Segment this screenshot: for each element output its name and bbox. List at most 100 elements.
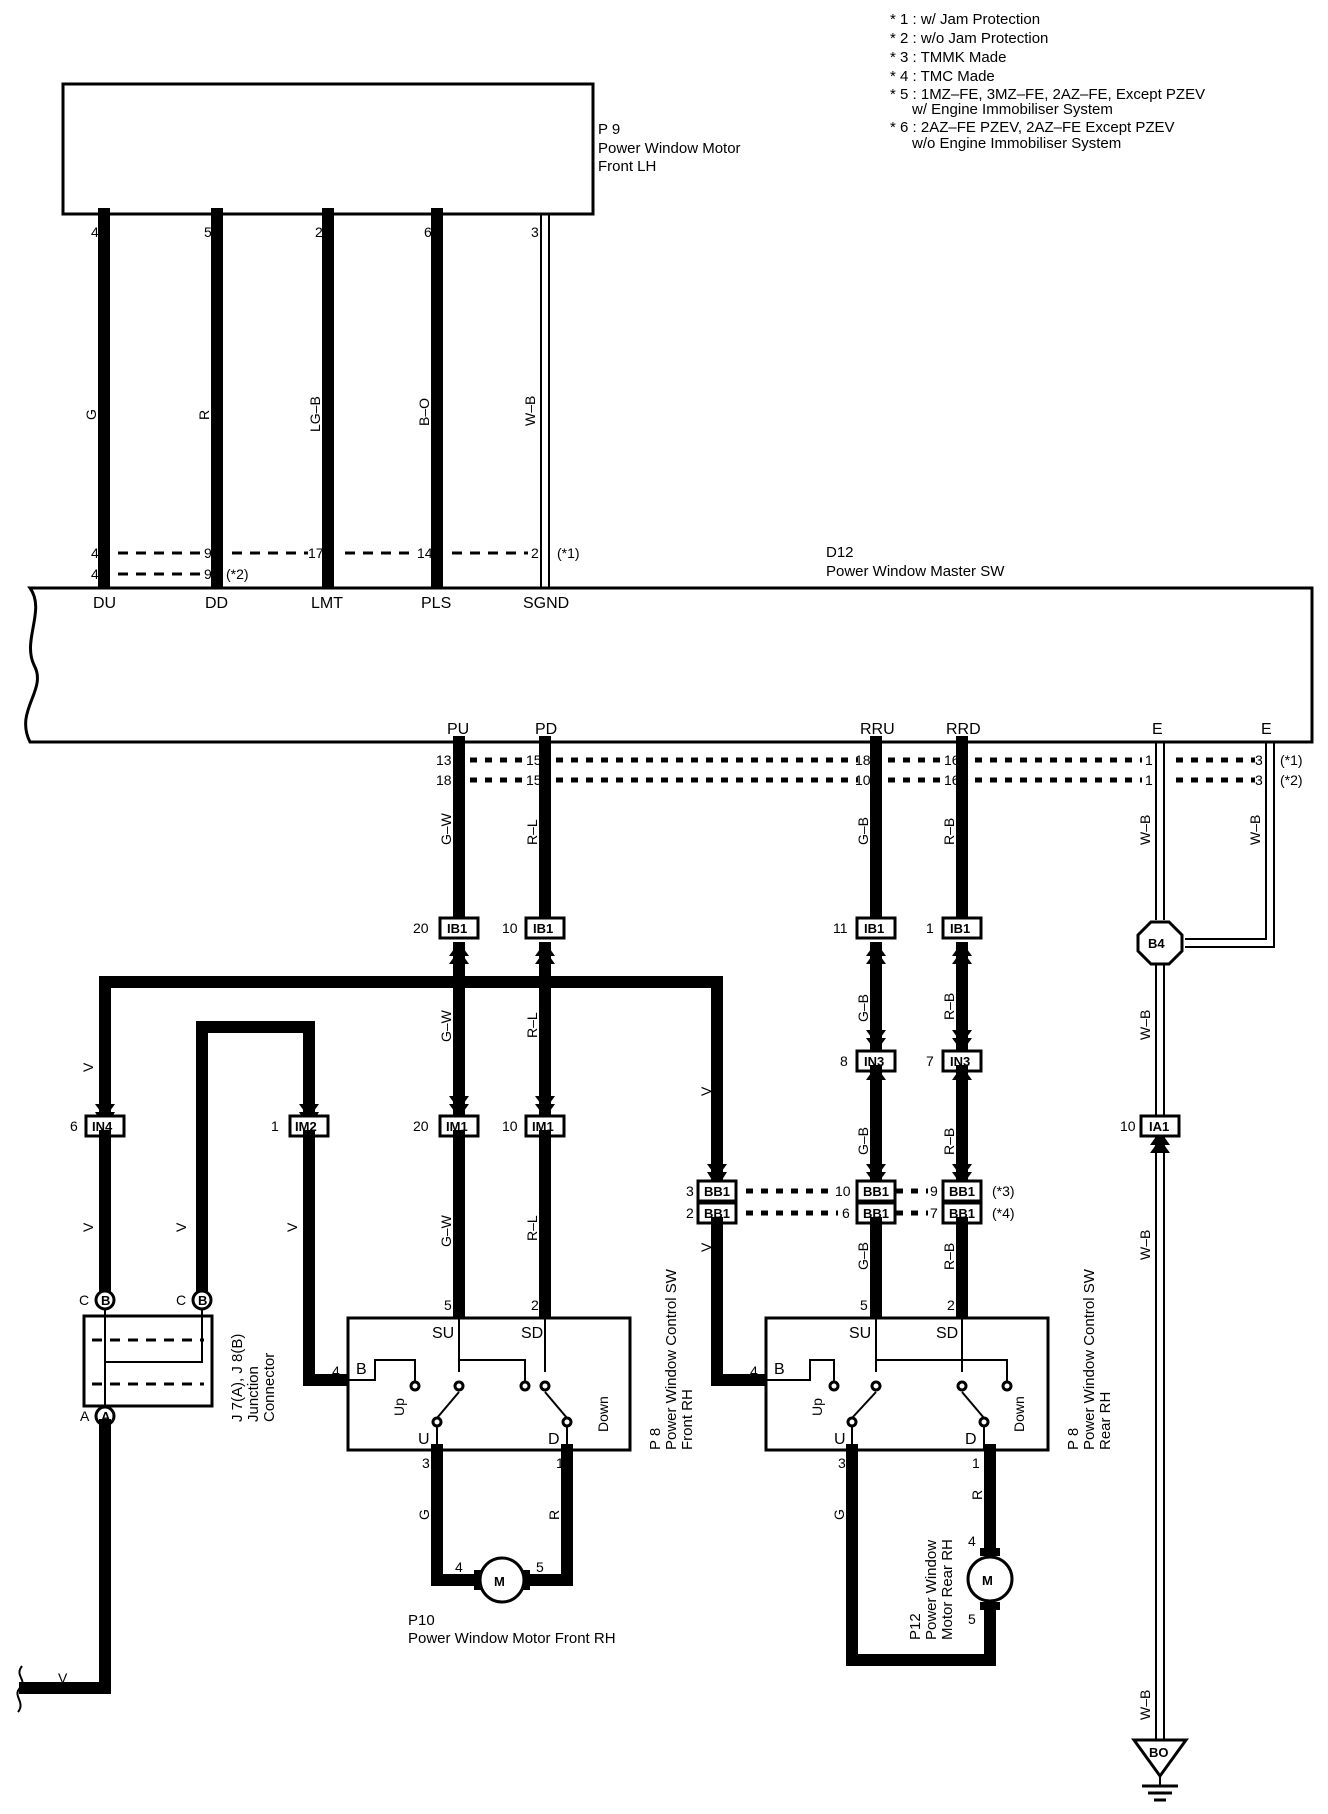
p8r-up: Up [809, 1398, 825, 1416]
wire-color-bo: B–O [416, 398, 432, 426]
term-rru: RRU [860, 721, 895, 738]
note-1: * 1 : w/ Jam Protection [890, 11, 1040, 28]
p9-pin-du: 4 [91, 224, 99, 240]
jc-c2: C [176, 1292, 186, 1308]
d12-bot-star2: (*2) [1280, 772, 1303, 788]
p8-front-switch [346, 1316, 632, 1452]
wl-rru: G–B [855, 817, 871, 845]
bb1-label-l2: BB1 [704, 1206, 730, 1221]
bb1-pin-a2: 6 [842, 1205, 850, 1221]
d12-bot-pin-pd-2: 15 [526, 772, 542, 788]
wl-v7: V [58, 1670, 68, 1686]
p8f-su: SU [432, 1325, 454, 1342]
d12-bot-pin-e2-1: 3 [1255, 752, 1263, 768]
term-sgnd: SGND [523, 595, 569, 612]
jc-a-letter: A [101, 1409, 111, 1424]
p8f-code: P 8 [647, 1428, 664, 1450]
bb1-label-b1: BB1 [949, 1184, 975, 1199]
bb1-rrd-1 [941, 1179, 983, 1203]
wl-v2: V [698, 1086, 714, 1096]
jc-b1-letter: B [101, 1293, 110, 1308]
p8r-pin2: 2 [947, 1297, 955, 1313]
wl-v6: V [698, 1242, 714, 1252]
wl-rru2: G–B [855, 994, 871, 1022]
p8f-name2: Front RH [679, 1389, 696, 1450]
d12-bot-pin-e1-1: 1 [1145, 752, 1153, 768]
note-6-cont: w/o Engine Immobiliser System [911, 135, 1121, 152]
wl-g2: G [831, 1509, 847, 1520]
p12-code: P12 [907, 1613, 924, 1640]
wire-color-g: G [83, 409, 99, 420]
p8f-u: U [418, 1431, 430, 1448]
p8-rear-switch [764, 1316, 1050, 1452]
jc-name-2: Junction [245, 1366, 262, 1422]
bb1-pin-a1: 10 [835, 1183, 851, 1199]
wire-v-break [16, 1665, 24, 1713]
p12-brush-b [980, 1602, 1000, 1610]
p8r-code: P 8 [1065, 1428, 1082, 1450]
p8f-pin2: 2 [531, 1297, 539, 1313]
d12-master-switch [24, 586, 1314, 744]
p8r-u: U [834, 1431, 846, 1448]
wl-pd: R–L [524, 819, 540, 845]
ib1-label-rrd: IB1 [950, 921, 970, 936]
p10-m: M [494, 1574, 505, 1589]
p12-pin4: 4 [968, 1533, 976, 1549]
wl-rrd3a: R–B [941, 1128, 957, 1155]
ib1-label-pd: IB1 [533, 921, 553, 936]
wire-v-out [19, 1419, 111, 1694]
wl-rrd: R–B [941, 818, 957, 845]
term-lmt: LMT [311, 595, 343, 612]
jc-c1: C [79, 1292, 89, 1308]
p9-pin-lmt: 2 [315, 224, 323, 240]
term-pls: PLS [421, 595, 451, 612]
p10-code: P10 [408, 1612, 435, 1629]
wl-e5: W–B [1137, 1690, 1153, 1720]
d12-top-pin-pls-1: 14 [417, 545, 433, 561]
wire-v-bb1 [711, 1217, 772, 1386]
ia1-pin: 10 [1120, 1118, 1136, 1134]
p10-pin4: 4 [455, 1559, 463, 1575]
ib1-pin-pd: 10 [502, 920, 518, 936]
p8f-b: B [356, 1361, 367, 1378]
wl-rru4: G–B [855, 1242, 871, 1270]
p10-brush-r [522, 1570, 530, 1590]
wl-v1: V [80, 1062, 96, 1072]
term-pu: PU [447, 721, 469, 738]
d12-bot-pin-pd-1: 15 [526, 752, 542, 768]
d12-top-pin-du-2: 4 [91, 566, 99, 582]
note-5: * 5 : 1MZ–FE, 3MZ–FE, 2AZ–FE, Except PZE… [890, 86, 1205, 103]
wl-rrd2: R–B [941, 993, 957, 1020]
term-du: DU [93, 595, 116, 612]
p8f-d: D [548, 1431, 560, 1448]
wl-e3: W–B [1137, 1010, 1153, 1040]
d12-bot-star1: (*1) [1280, 752, 1303, 768]
wl-pd3: R–L [524, 1215, 540, 1241]
ib1-label-rru: IB1 [864, 921, 884, 936]
d12-name: Power Window Master SW [826, 563, 1005, 580]
term-rrd: RRD [946, 721, 981, 738]
d12-bot-pin-rrd-1: 16 [944, 752, 960, 768]
d12-top-star2: (*2) [226, 566, 249, 582]
b4-connector [1136, 920, 1184, 966]
bb1-label-l1: BB1 [704, 1184, 730, 1199]
bb1-label-a2: BB1 [863, 1206, 889, 1221]
wl-g1: G [416, 1509, 432, 1520]
p10-pin5: 5 [536, 1559, 544, 1575]
in3-pin-rrd: 7 [926, 1053, 934, 1069]
ib1-pin-pu: 20 [413, 920, 429, 936]
p8f-sd: SD [521, 1325, 543, 1342]
arrow-group [95, 1104, 727, 1188]
p10-brush-l [474, 1570, 482, 1590]
term-pd: PD [535, 721, 557, 738]
jc-pin-b1 [94, 1289, 116, 1311]
p8f-pin3: 3 [422, 1455, 430, 1471]
ia1-connector [1139, 1114, 1181, 1138]
p12-pin5: 5 [968, 1611, 976, 1627]
in3-pin-rru: 8 [840, 1053, 848, 1069]
in4-pin: 6 [70, 1118, 78, 1134]
wire-e2-a [1185, 742, 1267, 940]
im1-pin-pu: 20 [413, 1118, 429, 1134]
bb1-label-b2: BB1 [949, 1206, 975, 1221]
d12-top-pin-lmt-1: 17 [308, 545, 324, 561]
